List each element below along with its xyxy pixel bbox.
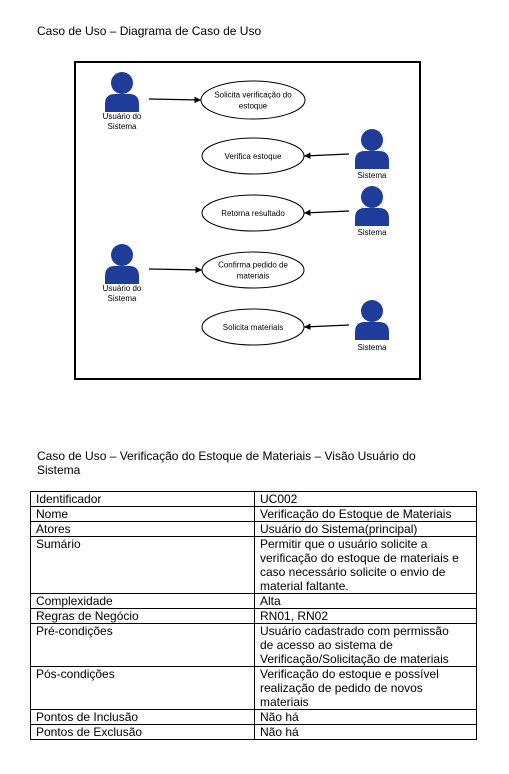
row-key: Complexidade <box>30 593 255 609</box>
uc-1-ellipse <box>200 80 306 120</box>
page-title: Caso de Uso – Diagrama de Caso de Uso <box>37 24 262 38</box>
table-row: Regras de Negócio RN01, RN02 <box>30 608 477 624</box>
row-value-line: caso necessário solicite o envio de <box>260 565 446 579</box>
actor-5-label-line-1: Sistema <box>358 343 387 352</box>
actor-1-head-icon <box>111 72 133 94</box>
row-key: Pré-condições <box>30 623 255 667</box>
row-value-line: Verificação do estoque e possível <box>260 667 439 681</box>
row-value-line: de acesso ao sistema de <box>260 638 393 652</box>
actor-4-head-icon <box>111 244 133 266</box>
row-value-line: Permitir que o usuário solicite a <box>260 537 428 551</box>
table-row: Pontos de Inclusão Não há <box>30 709 477 725</box>
actor-1-label-line-2: Sistema <box>108 122 137 131</box>
row-key: Pontos de Inclusão <box>30 709 255 725</box>
row-value-line: Verificação/Solicitação de materiais <box>260 652 449 666</box>
row-value-line: UC002 <box>260 492 298 506</box>
row-value: RN01, RN02 <box>254 608 477 624</box>
uc-1-label-line-2: estoque <box>239 102 268 111</box>
association-arrow-2 <box>303 152 350 159</box>
actor-2-label-line-1: Sistema <box>358 171 387 180</box>
actor-1-body-icon <box>105 94 139 112</box>
actor-5-body-icon <box>355 322 389 340</box>
actor-4-label-line-1: Usuário do <box>103 284 142 293</box>
actor-3-label-line-1: Sistema <box>358 228 387 237</box>
row-key: Nome <box>30 506 255 522</box>
actor-4-body-icon <box>105 266 139 284</box>
row-value: Verificação do Estoque de Materiais <box>254 506 477 522</box>
table-row: Pontos de Exclusão Não há <box>30 724 477 740</box>
uc-4-label-line-2: materiais <box>237 272 269 281</box>
section-title-line-1: Caso de Uso – Verificação do Estoque de … <box>37 449 416 463</box>
row-value-line: Verificação do Estoque de Materiais <box>260 507 452 521</box>
row-value: Não há <box>254 724 477 740</box>
association-arrow-3 <box>303 209 350 216</box>
row-key: Pós-condições <box>30 666 255 710</box>
actor-3-body-icon <box>355 208 389 226</box>
uc-1-label-line-1: Solicita verificação do <box>214 91 292 100</box>
uc-3-label-line-1: Retorna resultado <box>221 209 285 218</box>
actor-2-body-icon <box>355 151 389 169</box>
row-value-line: RN01, RN02 <box>260 609 329 623</box>
row-value-line: Não há <box>260 710 299 724</box>
section-title-line-2: Sistema <box>37 463 81 477</box>
table-row: Complexidade Alta <box>30 593 477 609</box>
uc-4-ellipse <box>201 251 305 289</box>
row-value: Não há <box>254 709 477 725</box>
actor-1-label-line-1: Usuário do <box>103 112 142 121</box>
uc-4-label-line-1: Confirma pedido de <box>218 261 288 270</box>
row-value-line: verificação do estoque de materiais e <box>260 551 459 565</box>
actor-3-head-icon <box>361 186 383 208</box>
row-value-line: materiais <box>260 695 309 709</box>
row-key: Identificador <box>30 491 255 507</box>
association-arrow-4 <box>148 266 203 274</box>
table-row: Nome Verificação do Estoque de Materiais <box>30 506 477 522</box>
diagram-frame <box>74 61 421 380</box>
row-value-line: Não há <box>260 725 299 739</box>
row-value: Usuário do Sistema(principal) <box>254 521 477 537</box>
actor-5-head-icon <box>361 300 383 322</box>
association-arrow-1 <box>148 96 202 104</box>
table-row: Atores Usuário do Sistema(principal) <box>30 521 477 537</box>
row-value-line: Alta <box>260 594 281 608</box>
row-value-line: material faltante. <box>260 579 349 593</box>
row-value: Alta <box>254 593 477 609</box>
row-key: Atores <box>30 521 255 537</box>
row-key: Regras de Negócio <box>30 608 255 624</box>
uc-2-label-line-1: Verifica estoque <box>225 152 282 161</box>
actor-2-head-icon <box>361 129 383 151</box>
row-key: Sumário <box>30 536 255 594</box>
actor-4-label-line-2: Sistema <box>108 294 137 303</box>
section-title: Caso de Uso – Verificação do Estoque de … <box>37 449 416 477</box>
row-key: Pontos de Exclusão <box>30 724 255 740</box>
uc-5-label-line-1: Solicita materiais <box>223 323 283 332</box>
row-value-line: Usuário do Sistema(principal) <box>260 522 418 536</box>
row-value: UC002 <box>254 491 477 507</box>
table-row: Identificador UC002 <box>30 491 477 507</box>
row-value-line: Usuário cadastrado com permissão <box>260 624 449 638</box>
row-value-line: realização de pedido de novos <box>260 681 423 695</box>
association-arrow-5 <box>303 323 350 330</box>
